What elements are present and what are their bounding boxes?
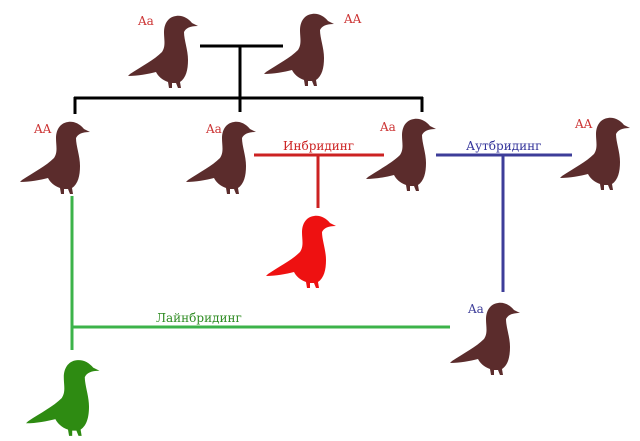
linebreeding-lines	[70, 196, 450, 350]
linebreeding-offspring-pigeon-icon	[26, 360, 100, 436]
inbreeding-offspring-pigeon-icon	[266, 215, 336, 288]
inbreeding-label: Инбридинг	[283, 139, 354, 153]
outsider-genotype: AA	[574, 117, 593, 131]
parent-right-pigeon-icon	[264, 13, 334, 87]
child3-genotype: Aa	[379, 120, 396, 134]
pedigree-lines	[73, 44, 424, 114]
outbreeding-label: Аутбридинг	[466, 139, 541, 153]
outbreeding-offspring-pigeon-icon	[450, 302, 520, 375]
linebreeding-label: Лайнбридинг	[156, 311, 242, 325]
child1-genotype: AA	[33, 122, 52, 136]
parent-right-genotype: AA	[343, 12, 362, 26]
outbreeding-lines	[436, 153, 572, 292]
parent-left-genotype: Aa	[137, 14, 154, 28]
child2-genotype: Aa	[205, 122, 222, 136]
inbreeding-lines	[254, 153, 384, 208]
outbreeding-offspring-genotype: Aa	[467, 302, 484, 316]
child1-pigeon-icon	[20, 121, 90, 194]
